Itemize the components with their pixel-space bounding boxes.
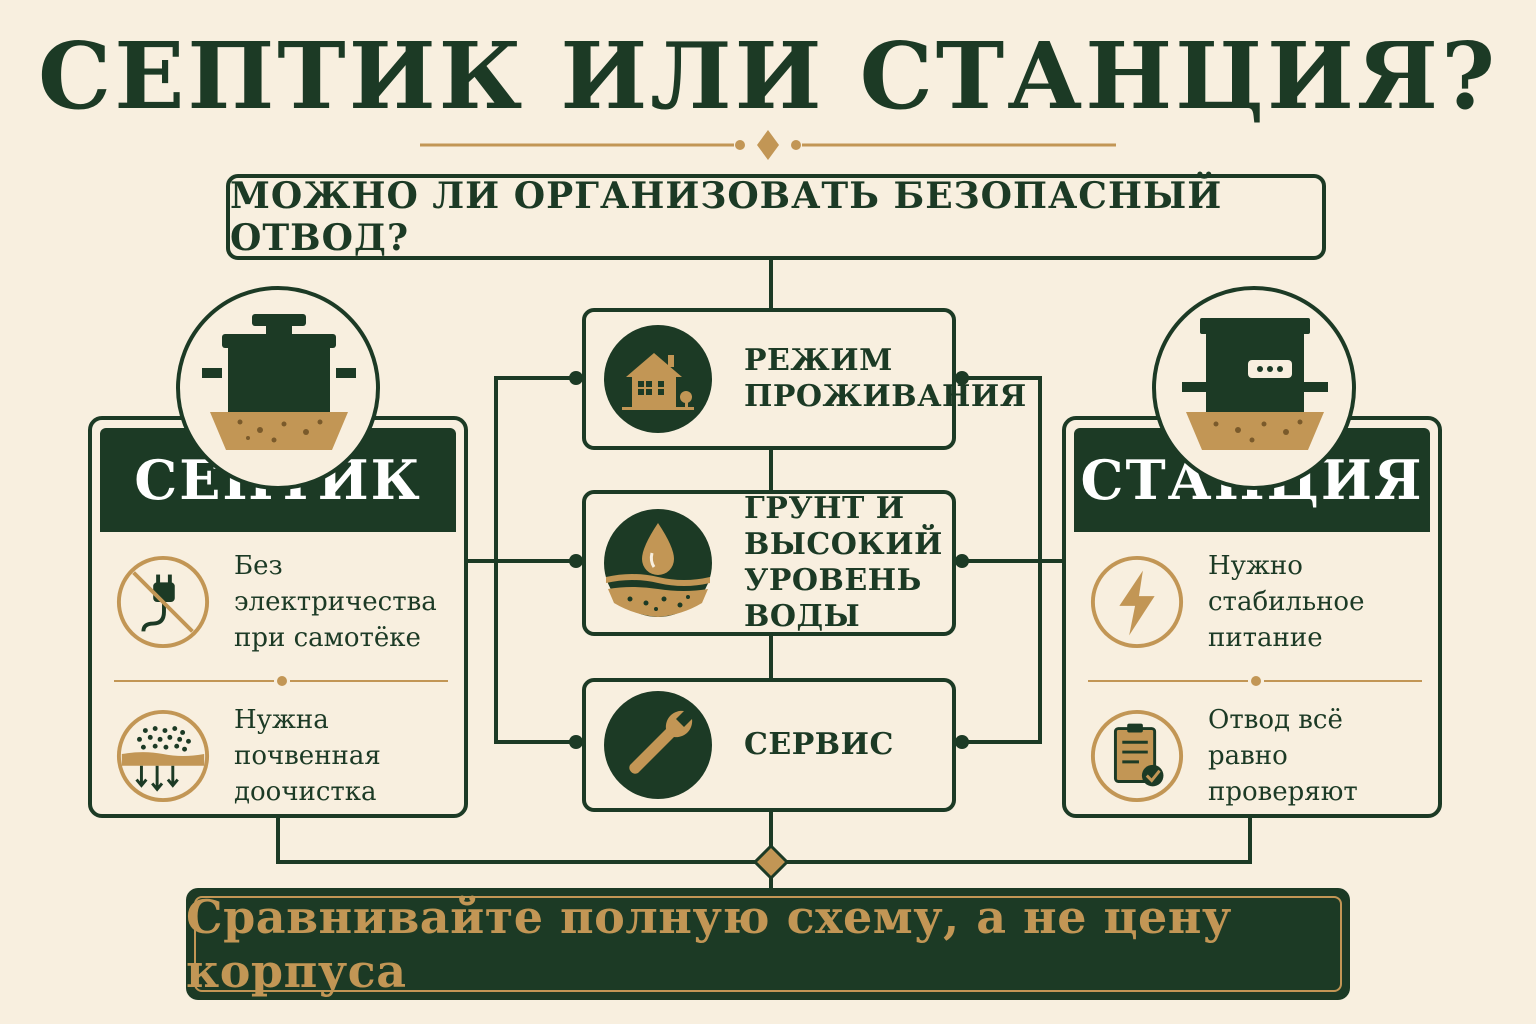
septic-feature-soil-text: Нужна почвенная доочистка — [234, 705, 381, 807]
conclusion-text: Сравнивайте полную схему, а не цену корп… — [186, 890, 1232, 998]
septic-feature-power: Без электричества при самотёке — [114, 551, 450, 653]
factor-ground-water: ГРУНТ И ВЫСОКИЙ УРОВЕНЬ ВОДЫ — [582, 490, 956, 636]
septic-divider — [114, 676, 448, 686]
conclusion-banner: Сравнивайте полную схему, а не цену корп… — [186, 888, 1350, 1000]
factor-service: СЕРВИС — [582, 678, 956, 812]
station-divider — [1088, 676, 1422, 686]
factor-living-mode: РЕЖИМ ПРОЖИВАНИЯ — [582, 308, 1026, 450]
lightning-icon — [1090, 555, 1184, 649]
station-emblem — [1152, 286, 1356, 490]
station-feature-power: Нужно стабильное питание — [1088, 551, 1424, 653]
station-feature-check: Отвод всё равно проверяют — [1088, 705, 1424, 807]
conclusion-frame — [194, 896, 1342, 992]
factor-living-mode-label: РЕЖИМ ПРОЖИВАНИЯ — [744, 343, 1027, 414]
station-feature-check-text: Отвод всё равно проверяют — [1208, 705, 1358, 807]
treatment-station-icon — [1182, 318, 1328, 450]
septic-emblem — [176, 286, 380, 490]
septic-tank-icon — [202, 314, 356, 450]
question-box: МОЖНО ЛИ ОРГАНИЗОВАТЬ БЕЗОПАСНЫЙ ОТВОД? — [226, 174, 1326, 260]
septic-feature-power-text: Без электричества при самотёке — [234, 551, 437, 653]
no-plug-icon — [116, 555, 210, 649]
station-feature-power-text: Нужно стабильное питание — [1208, 551, 1365, 653]
factor-service-label: СЕРВИС — [744, 727, 894, 762]
factor-ground-water-label: ГРУНТ И ВЫСОКИЙ УРОВЕНЬ ВОДЫ — [744, 491, 943, 634]
house-icon — [604, 325, 712, 433]
title-ornament — [420, 130, 1116, 160]
water-drop-soil-icon — [604, 509, 712, 617]
soil-filtration-icon — [116, 709, 210, 803]
checklist-icon — [1090, 709, 1184, 803]
page-title: СЕПТИК ИЛИ СТАНЦИЯ? — [38, 22, 1498, 130]
wrench-icon — [604, 691, 712, 799]
septic-feature-soil: Нужна почвенная доочистка — [114, 705, 450, 807]
